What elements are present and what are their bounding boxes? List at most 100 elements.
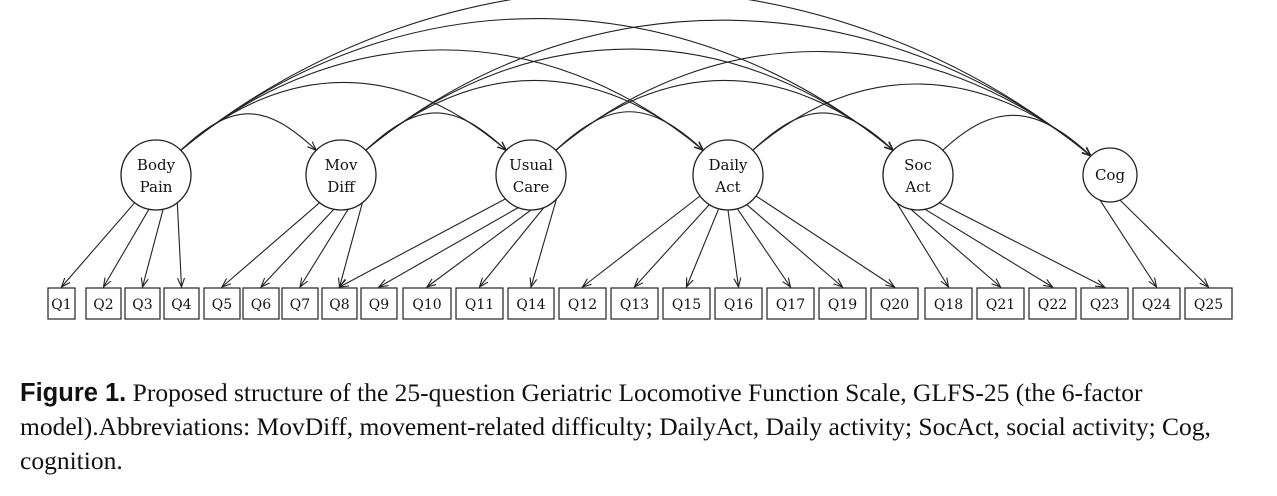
item-label-Q10: Q10	[412, 297, 441, 313]
loading-DA-Q17	[736, 208, 790, 287]
item-label-Q7: Q7	[290, 297, 310, 313]
item-box-Q11	[455, 287, 504, 320]
item-label-Q13: Q13	[620, 297, 649, 313]
item-node-Q7: Q7	[281, 287, 319, 320]
item-label-Q9: Q9	[369, 297, 389, 313]
item-node-Q11: Q11	[455, 287, 504, 320]
item-node-Q4: Q4	[163, 287, 200, 320]
factor-label-MD-1: Diff	[327, 178, 356, 196]
loading-SA-Q21	[910, 208, 1001, 287]
loading-UC-Q9	[379, 207, 519, 287]
correlation-BP-SA	[181, 18, 894, 151]
loading-DA-Q13	[635, 204, 710, 287]
loading-UC-Q11	[480, 207, 545, 287]
loading-MD-Q5	[222, 202, 320, 287]
correlation-UC-CG	[556, 51, 1091, 156]
factor-circle-DA	[692, 139, 764, 211]
item-box-Q18	[924, 287, 973, 320]
item-node-Q14: Q14	[507, 287, 555, 320]
loading-DA-Q16	[727, 209, 739, 287]
item-label-Q8: Q8	[329, 297, 349, 313]
correlation-DA-SA	[753, 112, 894, 150]
loading-BP-Q3	[143, 209, 164, 287]
item-node-Q25: Q25	[1184, 287, 1233, 320]
item-node-Q12: Q12	[558, 287, 607, 320]
item-box-Q20	[870, 287, 919, 320]
factor-circle-CG	[1082, 147, 1138, 203]
correlation-MD-UC	[366, 112, 507, 150]
item-node-Q1: Q1	[47, 287, 76, 320]
item-box-Q5	[203, 287, 241, 320]
item-node-Q24: Q24	[1132, 287, 1181, 320]
loading-SA-Q23	[939, 202, 1104, 287]
item-node-Q13: Q13	[610, 287, 659, 320]
factor-label-UC-1: Care	[513, 178, 550, 196]
item-box-Q8	[321, 287, 358, 320]
loading-MD-Q6	[261, 208, 335, 287]
item-label-Q19: Q19	[828, 297, 857, 313]
item-box-Q2	[85, 287, 122, 320]
item-node-Q18: Q18	[924, 287, 973, 320]
item-node-Q8: Q8	[321, 287, 358, 320]
item-label-Q24: Q24	[1142, 297, 1171, 313]
item-box-Q15	[662, 287, 711, 320]
item-node-Q22: Q22	[1028, 287, 1077, 320]
item-node-Q5: Q5	[203, 287, 241, 320]
item-label-Q15: Q15	[672, 297, 701, 313]
item-node-Q3: Q3	[124, 287, 161, 320]
item-label-Q3: Q3	[132, 297, 152, 313]
loading-SA-Q22	[924, 208, 1052, 287]
item-label-Q17: Q17	[776, 297, 805, 313]
correlation-MD-SA	[366, 48, 894, 150]
loading-BP-Q4	[176, 202, 181, 287]
item-box-Q10	[402, 287, 452, 320]
item-box-Q4	[163, 287, 200, 320]
factor-node-CG: Cog	[1082, 147, 1138, 203]
item-label-Q2: Q2	[93, 297, 113, 313]
item-node-Q23: Q23	[1080, 287, 1129, 320]
item-label-Q23: Q23	[1090, 297, 1119, 313]
item-box-Q12	[558, 287, 607, 320]
loading-UC-Q10	[427, 209, 532, 287]
item-label-Q12: Q12	[568, 297, 597, 313]
factor-label-SA-1: Act	[904, 178, 930, 196]
figure-label: Figure 1.	[20, 379, 127, 407]
sem-path-diagram: BodyPainMovDiffUsualCareDailyActSocActCo…	[47, 0, 1233, 320]
item-box-Q21	[976, 287, 1025, 320]
item-label-Q25: Q25	[1194, 297, 1223, 313]
item-label-Q11: Q11	[465, 297, 494, 313]
loading-DA-Q19	[746, 204, 843, 287]
factor-label-DA-0: Daily	[708, 156, 748, 174]
factor-circle-UC	[495, 139, 567, 211]
loading-DA-Q15	[687, 208, 720, 287]
factor-circle-MD	[305, 139, 377, 211]
item-label-Q1: Q1	[51, 297, 71, 313]
factor-label-CG-0: Cog	[1095, 166, 1126, 184]
item-box-Q17	[766, 287, 815, 320]
loading-BP-Q1	[62, 202, 136, 287]
item-label-Q6: Q6	[251, 297, 271, 313]
item-label-Q18: Q18	[934, 297, 963, 313]
edges-layer	[62, 0, 1209, 287]
item-box-Q19	[818, 287, 867, 320]
factor-node-SA: SocAct	[882, 139, 954, 211]
loading-DA-Q20	[755, 195, 895, 287]
item-label-Q14: Q14	[516, 297, 545, 313]
item-node-Q9: Q9	[360, 287, 398, 320]
item-box-Q14	[507, 287, 555, 320]
loading-CG-Q25	[1119, 199, 1209, 287]
item-label-Q21: Q21	[986, 297, 1015, 313]
item-node-Q10: Q10	[402, 287, 452, 320]
factor-circle-BP	[120, 139, 192, 211]
item-box-Q24	[1132, 287, 1181, 320]
factor-node-MD: MovDiff	[305, 139, 377, 211]
figure-caption: Figure 1. Proposed structure of the 25-q…	[20, 376, 1260, 478]
loading-MD-Q8	[340, 202, 363, 287]
item-node-Q15: Q15	[662, 287, 711, 320]
item-box-Q3	[124, 287, 161, 320]
loading-BP-Q2	[104, 209, 150, 287]
item-box-Q23	[1080, 287, 1129, 320]
factor-node-DA: DailyAct	[692, 139, 764, 211]
